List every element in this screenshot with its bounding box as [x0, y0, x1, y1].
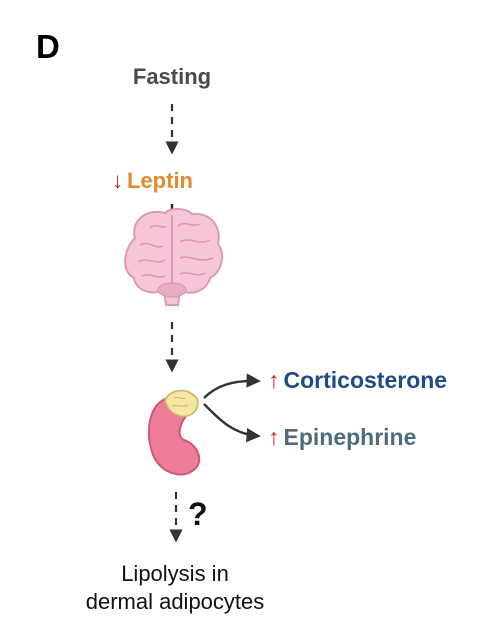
outcome-label: Lipolysis in dermal adipocytes: [86, 560, 265, 616]
corticosterone-label: Corticosterone: [283, 367, 448, 393]
brain-icon: [124, 208, 224, 306]
increase-arrow-icon: ↑: [268, 367, 280, 393]
arrow-to-corticosterone: [203, 373, 261, 399]
increase-arrow-icon: ↑: [268, 424, 280, 450]
outcome-line-2: dermal adipocytes: [85, 589, 265, 614]
leptin-label: Leptin: [127, 168, 193, 193]
epinephrine-label: Epinephrine: [283, 424, 417, 450]
fasting-label: Fasting: [132, 64, 212, 89]
leptin-node: ↓Leptin: [112, 170, 193, 192]
panel-letter: D: [36, 28, 60, 65]
arrow-to-epinephrine: [203, 403, 261, 443]
adrenal-kidney-icon: [148, 389, 201, 476]
epinephrine-node: ↑Epinephrine: [268, 426, 416, 449]
uncertain-link-mark: ?: [188, 496, 208, 532]
outcome-line-1: Lipolysis in: [121, 561, 229, 586]
corticosterone-node: ↑Corticosterone: [268, 369, 447, 392]
decrease-arrow-icon: ↓: [112, 168, 123, 193]
